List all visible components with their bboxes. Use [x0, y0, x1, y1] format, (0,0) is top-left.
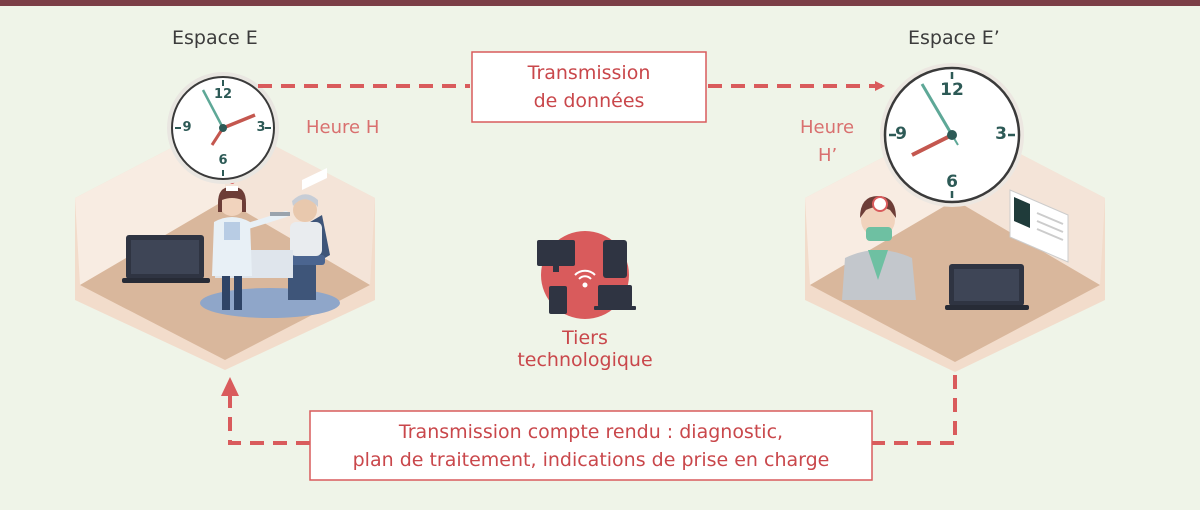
- patient: [290, 194, 322, 256]
- clock-left-nine: 9: [182, 120, 192, 135]
- data-transmission-label: Transmission de données: [472, 59, 706, 115]
- clock-right-twelve: 12: [940, 80, 964, 100]
- hour-hand-left: [222, 113, 256, 130]
- clock-right-six: 6: [946, 172, 958, 192]
- space-right-time-label-line1: Heure: [800, 117, 855, 138]
- data-transmission-box: [471, 51, 707, 123]
- minute-hand-right: [920, 83, 954, 136]
- clock-right: [880, 63, 1024, 207]
- monitor-icon: [537, 240, 575, 266]
- space-right-title: Espace E’: [908, 27, 1000, 49]
- report-transmission-label: Transmission compte rendu : diagnostic, …: [310, 418, 872, 474]
- space-left-title: Espace E: [172, 27, 258, 49]
- tablet-icon: [603, 240, 627, 278]
- data-transmission-line1: Transmission: [527, 62, 651, 84]
- report-transmission-line2: plan de traitement, indications de prise…: [352, 449, 830, 471]
- left-laptop: [122, 235, 210, 283]
- right-laptop: [945, 264, 1029, 310]
- arrow-report-head: [221, 377, 239, 396]
- left-room: [75, 120, 375, 370]
- hour-hand-right: [911, 133, 953, 157]
- clock-left-three: 3: [256, 120, 266, 135]
- clock-right-three: 3: [995, 124, 1007, 144]
- report-transmission-line1: Transmission compte rendu : diagnostic,: [398, 421, 784, 443]
- arrow-report-left-segment: [228, 392, 310, 445]
- rug: [200, 288, 340, 318]
- wifi-icon: [574, 269, 596, 288]
- doctor: [842, 196, 916, 300]
- wall-poster-left: [302, 168, 327, 190]
- top-bar: [0, 0, 1200, 6]
- tech-third-party-label: Tiers technologique: [517, 327, 653, 371]
- clock-right-nine: 9: [895, 124, 907, 144]
- clock-left-six: 6: [218, 153, 228, 168]
- space-right-time-label-line2: H’: [818, 145, 838, 166]
- clock-left: [167, 72, 279, 184]
- xray-viewer: [1009, 189, 1069, 263]
- nurse: [212, 178, 290, 310]
- minute-hand-left: [201, 89, 225, 129]
- data-transmission-line2: de données: [533, 90, 645, 112]
- report-transmission-box: [309, 410, 873, 481]
- arrow-report-right-segment: [872, 375, 957, 445]
- phone-icon: [549, 286, 567, 314]
- space-left-time-label: Heure H: [306, 117, 380, 138]
- laptop-icon: [598, 285, 632, 307]
- clock-left-twelve: 12: [213, 87, 233, 102]
- tech-hub: [537, 231, 636, 319]
